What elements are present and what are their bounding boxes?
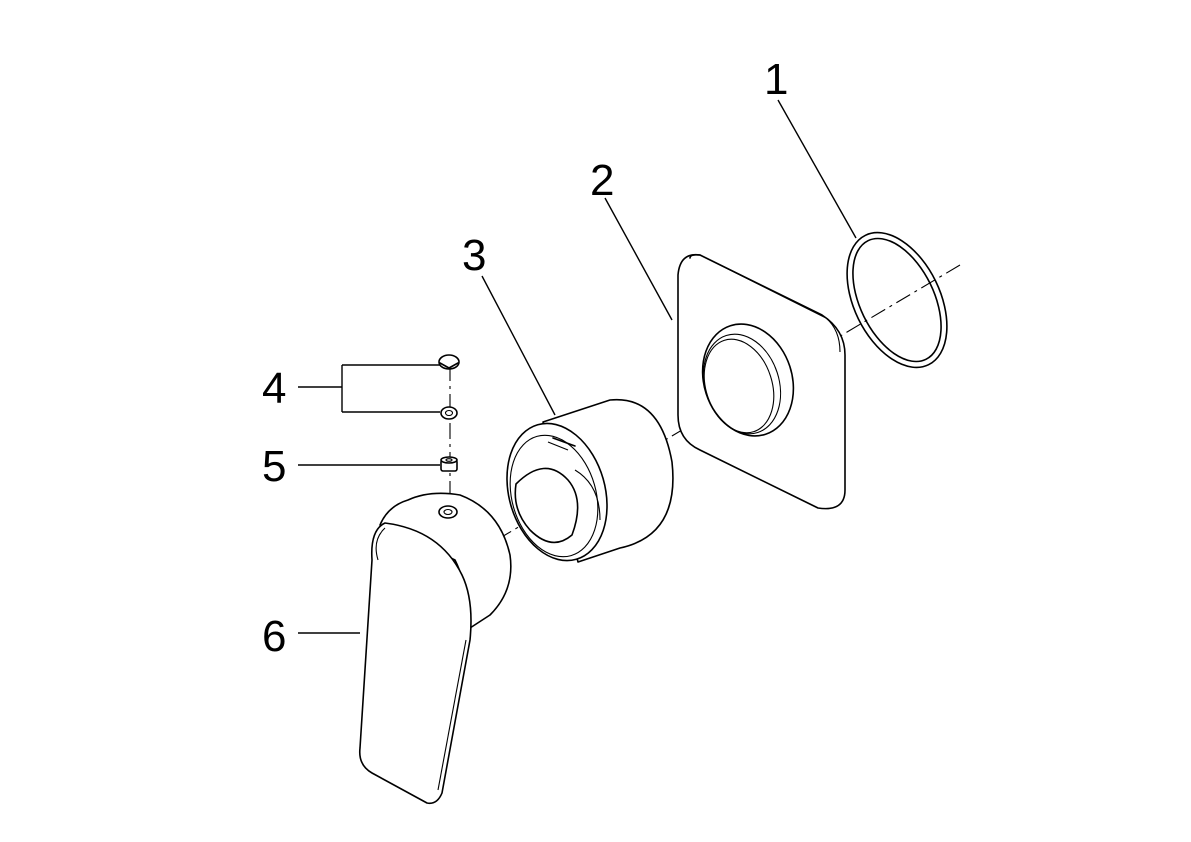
callout-2: 2 [590, 156, 614, 205]
leader-4 [298, 364, 440, 413]
callout-3: 3 [462, 231, 486, 280]
callout-1: 1 [764, 55, 788, 104]
leader-1 [777, 99, 857, 239]
part-6-lever-handle [358, 492, 512, 805]
leader-3 [481, 275, 556, 416]
callout-6: 6 [262, 612, 286, 661]
part-3-sleeve [506, 398, 674, 563]
callout-5: 5 [262, 442, 286, 491]
part-4-cap-and-washer [438, 354, 460, 420]
part-5-grub-screw [440, 456, 458, 472]
leader-lines [298, 99, 857, 634]
leader-2 [604, 197, 673, 321]
part-2-rosette-plate [677, 253, 846, 510]
callout-4: 4 [262, 364, 286, 413]
part-1-o-ring [846, 231, 948, 369]
